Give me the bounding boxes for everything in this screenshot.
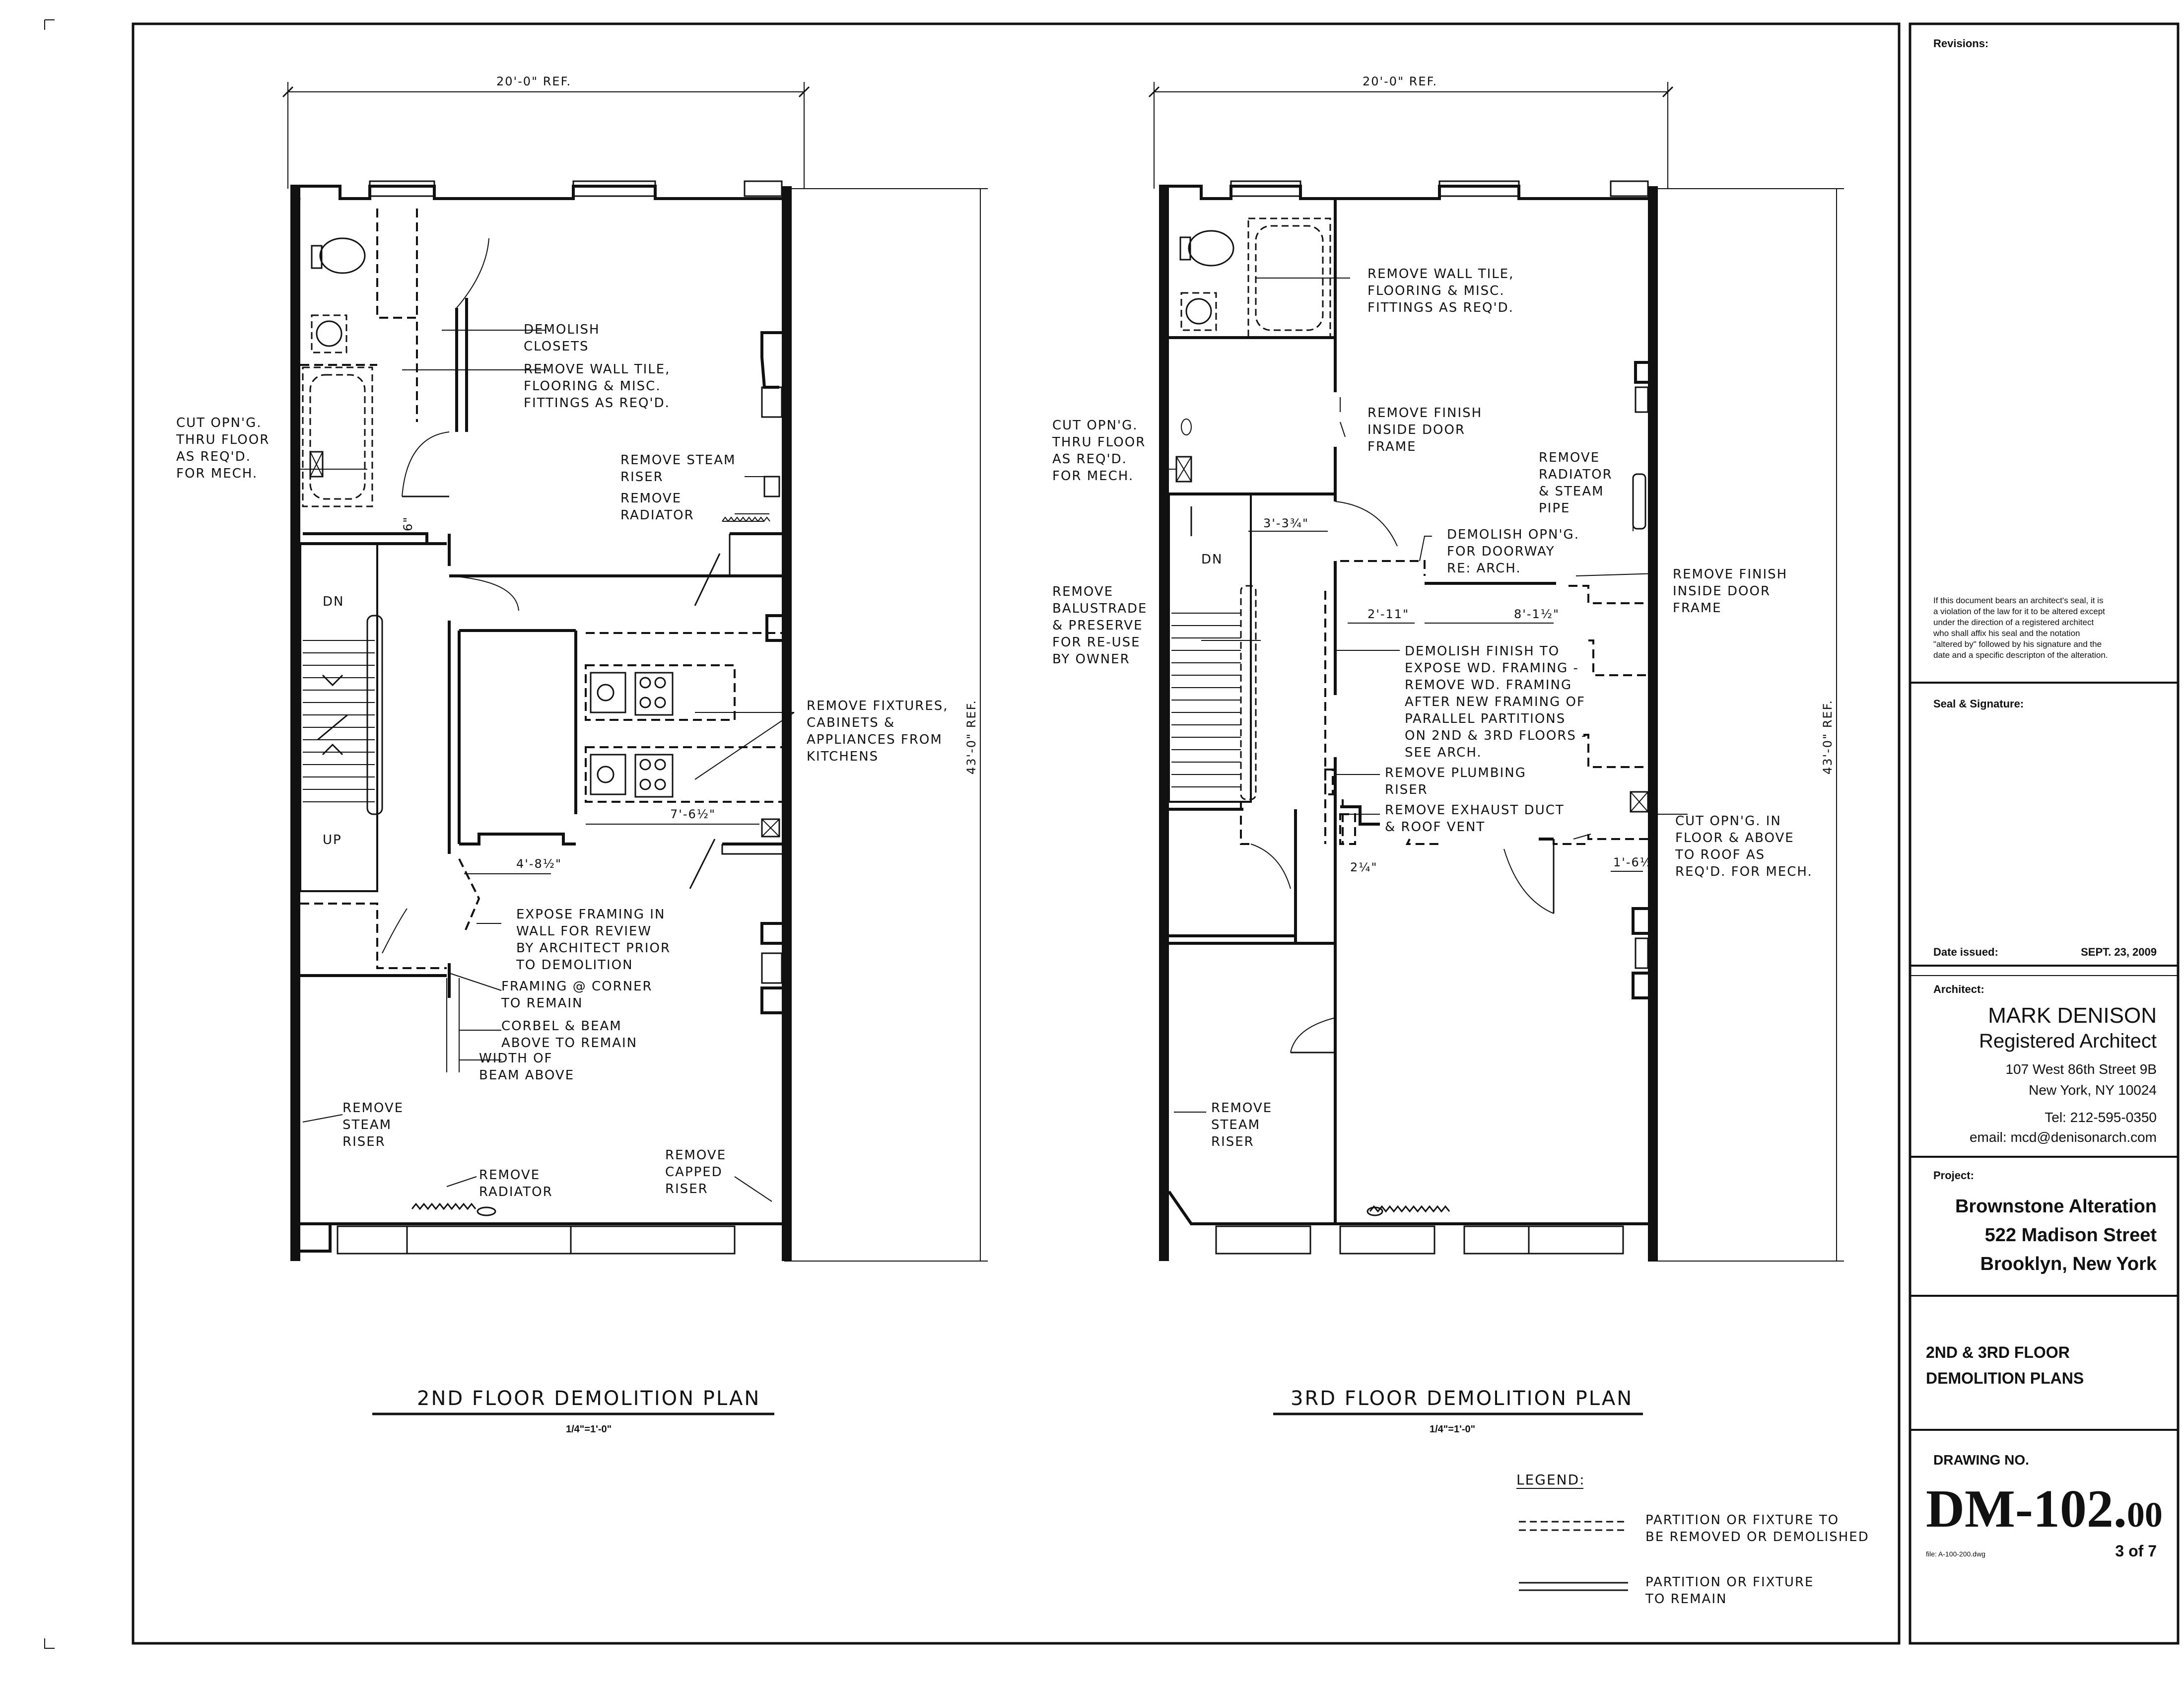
plan3-dim-2-quarter: 2¼" — [1350, 860, 1378, 874]
plan2-scale: 1/4"=1'-0" — [566, 1424, 612, 1435]
project-label: Project: — [1933, 1169, 1974, 1182]
plan3-dim-bath: 3'-3¾" — [1263, 516, 1309, 530]
second-floor-plan: 20'-0" REF. 43'-0" REF. — [176, 74, 988, 1435]
project-line-3: Brooklyn, New York — [1980, 1254, 2157, 1274]
plan3-note-remove-exhaust: REMOVE EXHAUST DUCT& ROOF VENT — [1385, 803, 1565, 835]
architect-address2: New York, NY 10024 — [2029, 1082, 2157, 1098]
title-block: Revisions: If this document bears an arc… — [1909, 22, 2180, 1645]
revisions-label: Revisions: — [1933, 37, 1988, 50]
plan2-note-remove-wall-tile: REMOVE WALL TILE,FLOORING & MISC.FITTING… — [524, 362, 670, 411]
plan2-depth-dim: 43'-0" REF. — [964, 700, 978, 774]
plan3-scale: 1/4"=1'-0" — [1430, 1424, 1475, 1435]
drawing-file-name: file: A-100-200.dwg — [1926, 1550, 1985, 1558]
project-line-2: 522 Madison Street — [1985, 1225, 2157, 1246]
plan2-stair-dn: DN — [323, 594, 344, 609]
legend-title: LEGEND: — [1516, 1472, 1585, 1488]
sheet-border — [132, 22, 1901, 1645]
third-floor-plan: 20'-0" REF. 43'-0" REF. 3'-3¾" — [1052, 74, 1844, 1435]
date-label: Date issued: — [1933, 946, 1998, 958]
plan3-dim-1-6: 1'-6½" — [1613, 855, 1659, 869]
architect-tel: Tel: 212-595-0350 — [2045, 1110, 2157, 1125]
plan2-wall-dim: 6" — [401, 516, 415, 531]
crop-mark-top — [44, 19, 55, 30]
plan3-dim-8-1: 8'-1½" — [1514, 607, 1560, 621]
plan2-width-dim: 20'-0" REF. — [496, 74, 571, 88]
plan3-dim-2-11: 2'-11" — [1367, 607, 1409, 621]
plan2-note-remove-fixtures: REMOVE FIXTURES,CABINETS &APPLIANCES FRO… — [807, 699, 949, 764]
architect-title: Registered Architect — [1979, 1030, 2157, 1052]
date-value: SEPT. 23, 2009 — [2081, 946, 2157, 958]
plan2-stair-treads — [303, 640, 375, 802]
plan2-kitchen-dim: 7'-6½" — [670, 807, 716, 821]
architect-label: Architect: — [1933, 983, 1984, 995]
plan3-title: 3RD FLOOR DEMOLITION PLAN — [1291, 1387, 1633, 1410]
drawing-number: DM-102.00 — [1926, 1479, 2163, 1539]
sheet-title-1: 2ND & 3RD FLOOR — [1926, 1343, 2070, 1361]
seal-label: Seal & Signature: — [1933, 698, 2024, 710]
plan3-width-dim: 20'-0" REF. — [1363, 74, 1437, 88]
plan2-title: 2ND FLOOR DEMOLITION PLAN — [417, 1387, 760, 1410]
project-line-1: Brownstone Alteration — [1955, 1196, 2157, 1217]
plan3-stair-dn: DN — [1201, 552, 1223, 567]
crop-mark-bottom — [44, 1638, 55, 1649]
architect-address1: 107 West 86th Street 9B — [2005, 1061, 2157, 1077]
plan2-stair-up: UP — [323, 833, 342, 847]
plan3-stair-treads — [1171, 613, 1241, 787]
sheet-count: 3 of 7 — [2115, 1542, 2157, 1560]
architect-name: MARK DENISON — [1988, 1003, 2157, 1028]
seal-notice: If this document bears an architect's se… — [1933, 596, 2108, 660]
plan3-note-remove-wall-tile: REMOVE WALL TILE,FLOORING & MISC.FITTING… — [1367, 267, 1514, 315]
sheet-title-2: DEMOLITION PLANS — [1926, 1369, 2084, 1387]
plan3-depth-dim: 43'-0" REF. — [1821, 700, 1835, 774]
drawing-no-label: DRAWING NO. — [1933, 1452, 2029, 1468]
plan2-hall-dim: 4'-8½" — [516, 857, 562, 871]
architect-email: email: mcd@denisonarch.com — [1970, 1129, 2157, 1145]
